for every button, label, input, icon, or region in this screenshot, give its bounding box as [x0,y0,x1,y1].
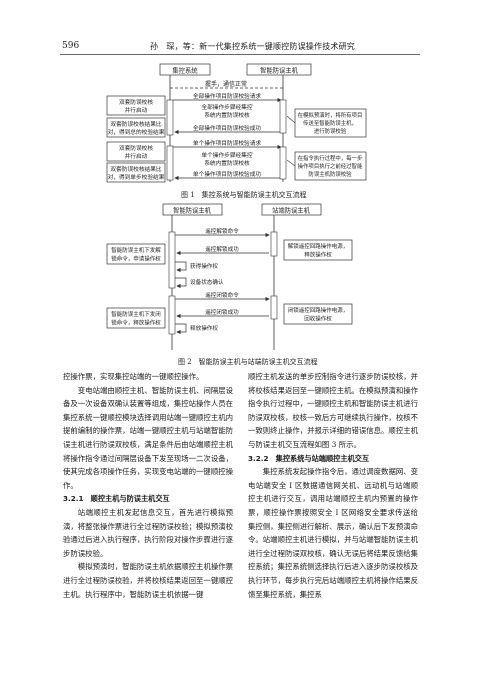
svg-text:锁命令，申请操作权: 锁命令，申请操作权 [111,255,161,263]
paragraph: 模拟预演时，智能防误主机依据顺控主机操作票进行全过程防误校验，并将校核结果返回至… [63,562,234,599]
fig2-msg-3: 获得操作权 [190,262,218,270]
svg-text:双套防误校核: 双套防误校核 [119,98,153,106]
page-number: 596 [62,41,80,51]
fig1-msg-5: 单个操作项目防误校验请求 [193,139,262,147]
section-heading: 3.2.2 集控系统与站端顺控主机交互 [248,453,370,463]
svg-text:智能防误主机下发闭: 智能防误主机下发闭 [111,310,161,318]
figure-2-diagram: 智能防误主机 站端防误主机 智能防误主机下发解 锁命令，申请操作权 智能防误主机… [106,203,353,350]
fig2-msg-4: 设备状态确认 [190,278,224,286]
fig1-msg-8: 单个操作项目防误校验成功 [193,170,262,178]
fig2-msg-6: 遥控闭锁成功 [205,308,239,316]
paragraph: 变电站端由顺控主机、智能防误主机、间隔层设备及一次设备双确认装置等组成，集控站操… [63,385,234,490]
running-title: 孙 琛，等：新一代集控系统一键顺控防误操作技术研究 [150,42,355,51]
svg-text:进行防误校验: 进行防误校验 [314,127,347,135]
fig1-header-left-box [159,63,211,76]
fig2-left-box-1: 智能防误主机下发解 锁命令，申请操作权 [106,243,166,265]
fig2-header-left: 智能防误主机 [173,206,211,215]
fig2-right-box-2: 闭锁遥控回路操作电源， 回收操作权 [283,303,353,325]
fig2-left-box-2: 智能防误主机下发闭 锁命令，释放操作权 [106,307,166,329]
svg-text:并行启动: 并行启动 [125,106,148,114]
left-column: 控操作票，实现集控站端的一键顺控操作。 变电站端由顺控主机、智能防误主机、间隔层… [63,370,233,601]
fig1-header-left: 集控系统 [172,66,198,75]
section-heading: 3.2.1 顺控主机与防误主机交互 [63,494,170,504]
paragraph: 站端顺控主机发起信息交互，首先进行模拟预演，将整张操作票进行全过程防误校验；模拟… [63,507,233,558]
paragraph: 集控系统发起操作指令后，通过调度数据网、变电站端安全 I 区数据通信网关机、远动… [248,467,419,599]
svg-text:回收操作权: 回收操作权 [304,315,332,323]
svg-text:双套防误校核: 双套防误校核 [119,144,153,152]
fig1-left-box-4: 双套防误校核结果比 对，得到单步校验结果 [106,162,166,183]
fig2-msg-1: 遥控解锁命令 [205,227,239,235]
fig2-header-left-box [162,203,223,216]
svg-text:锁命令，释放操作权: 锁命令，释放操作权 [111,319,161,327]
right-column: 顺控主机发送的单步控制指令进行逐步防误校核，并将校核结果返回至一键顺控主机。在模… [248,370,418,601]
fig1-msg-4: 全部操作项目防误校验成功 [193,124,262,132]
fig1-left-box-1: 双套防误校核 并行启动 [106,95,166,116]
fig1-msg-3: 系统内置防误校核 [204,111,250,119]
fig1-msg-handshake: 握手，通信正常 [205,80,247,88]
figure-1-caption: 图 1 集控系统与智能防误主机交互流程 [181,191,307,199]
svg-text:双套防误校核结果比: 双套防误校核结果比 [110,165,161,173]
fig1-msg-2: 全部操作步骤经集控 [201,103,252,111]
paragraph: 顺控主机发送的单步控制指令进行逐步防误校核，并将校核结果返回至一键顺控主机。在模… [248,372,418,449]
paragraph: 控操作票，实现集控站端的一键顺控操作。 [63,372,204,381]
figure-2-caption: 图 2 智能防误主机与站端防误主机交互流程 [178,358,318,366]
svg-text:在指令执行过程中，每一步: 在指令执行过程中，每一步 [298,154,363,162]
svg-text:防误主机防误校验: 防误主机防误校验 [308,170,352,178]
svg-text:操作项目执行之前经过智能: 操作项目执行之前经过智能 [298,162,363,170]
fig1-right-box-1: 在模拟预演时，将所有项目 传送至智能防误主机， 进行防误校验 [294,108,367,138]
svg-text:在模拟预演时，将所有项目: 在模拟预演时，将所有项目 [298,111,363,119]
svg-text:并行启动: 并行启动 [125,152,148,160]
svg-text:解锁遥控回路操作电源，: 解锁遥控回路操作电源， [288,242,349,250]
svg-text:对，得到单步校验结果: 对，得到单步校验结果 [108,173,165,181]
svg-text:对，得到总的校验结果: 对，得到总的校验结果 [108,128,165,136]
fig2-msg-2: 遥控解锁成功 [205,245,239,253]
fig1-msg-7: 系统内置防误校核 [204,159,250,167]
fig2-header-right-box [261,203,322,216]
svg-text:智能防误主机下发解: 智能防误主机下发解 [111,246,161,254]
fig2-right-box-1: 解锁遥控回路操作电源， 释放操作权 [283,239,353,261]
fig1-msg-6: 单个操作步骤经集控 [201,151,252,159]
fig1-left-box-2: 双套防误校核结果比 对，得到总的校验结果 [106,117,166,138]
fig2-msg-7: 释放操作权 [190,324,218,332]
fig1-left-box-3: 双套防误校核 并行启动 [106,141,166,162]
fig1-right-box-2: 在指令执行过程中，每一步 操作项目执行之前经过智能 防误主机防误校验 [294,151,367,181]
fig1-msg-1: 全部操作项目防误校验请求 [193,92,262,100]
svg-text:双套防误校核结果比: 双套防误校核结果比 [110,120,161,128]
svg-text:释放操作权: 释放操作权 [304,251,332,259]
header-rule [60,54,420,55]
fig1-header-right: 智能防误主机 [260,66,298,75]
fig1-header-right-box [246,63,312,76]
svg-text:传送至智能防误主机，: 传送至智能防误主机， [303,119,357,127]
svg-text:闭锁遥控回路操作电源，: 闭锁遥控回路操作电源， [288,306,349,314]
fig2-msg-5: 遥控闭锁命令 [205,291,239,299]
fig2-header-right: 站端防误主机 [272,206,310,215]
